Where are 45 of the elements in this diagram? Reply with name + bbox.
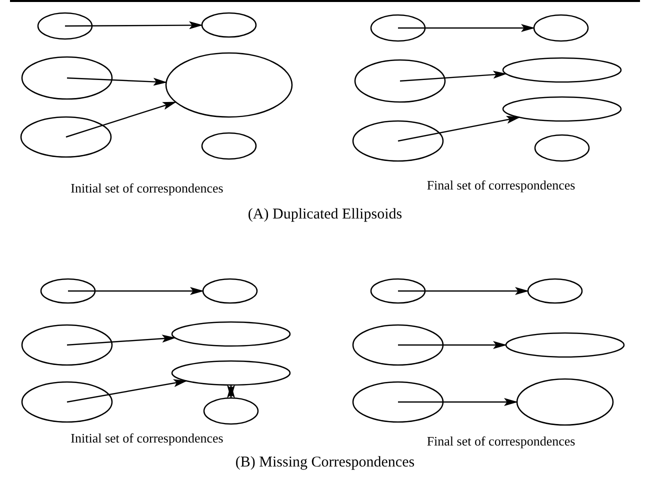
ellipse (171, 360, 291, 386)
ellipse (201, 132, 257, 160)
arrow (400, 70, 508, 82)
arrow (66, 77, 168, 86)
double-arrow (227, 384, 235, 399)
ellipse (21, 56, 113, 100)
ellipse (201, 12, 257, 38)
arrow (398, 116, 520, 142)
ellipse (352, 381, 444, 423)
caption: (B) Missing Correspondences (235, 456, 415, 470)
ellipse (502, 57, 622, 83)
ellipse (202, 278, 258, 304)
ellipse (527, 278, 583, 304)
ellipse (352, 120, 444, 162)
arrow (66, 334, 176, 346)
arrow (398, 398, 518, 406)
arrow (68, 287, 204, 295)
caption: Final set of correspondences (426, 178, 576, 192)
ellipse (165, 52, 293, 118)
arrow (66, 379, 188, 403)
caption: Final set of correspondences (426, 434, 576, 448)
ellipse (21, 324, 113, 366)
ellipse (370, 278, 426, 304)
ellipse (37, 12, 93, 40)
ellipse (40, 278, 96, 304)
arrow (398, 24, 535, 32)
ellipse (20, 116, 112, 158)
arrow (398, 287, 529, 295)
ellipse (354, 59, 446, 103)
ellipse (502, 96, 622, 122)
ellipse (352, 324, 444, 366)
ellipse (370, 14, 426, 42)
ellipse (203, 397, 259, 425)
arrow (65, 21, 203, 30)
ellipse (516, 378, 614, 426)
ellipse (171, 321, 291, 347)
ellipse (534, 134, 590, 162)
arrow (398, 341, 507, 349)
ellipse (505, 332, 625, 358)
caption: Initial set of correspondences (70, 432, 224, 444)
caption: Initial set of correspondences (70, 182, 224, 194)
ellipse (533, 14, 589, 42)
arrow (66, 101, 177, 138)
caption: (A) Duplicated Ellipsoids (248, 208, 402, 222)
ellipse (21, 381, 113, 423)
